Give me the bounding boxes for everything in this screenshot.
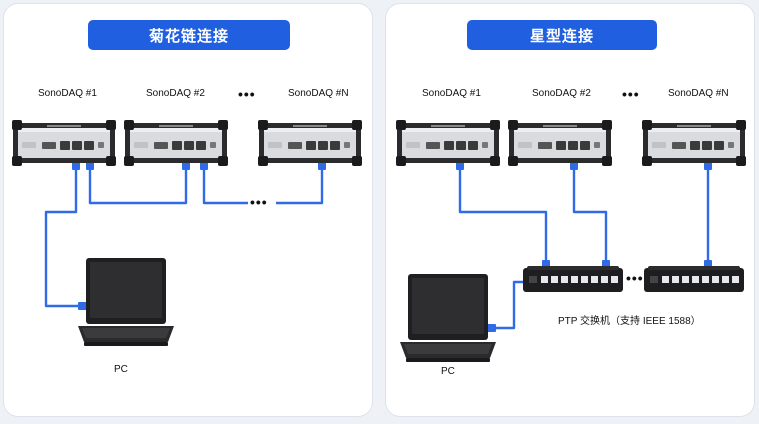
sonodaq-device-icon	[642, 120, 746, 166]
sonodaq-device-icon	[396, 120, 500, 166]
star-title: 星型连接	[467, 20, 657, 50]
ptp-switch-1-icon	[523, 264, 623, 294]
star-sonodaq-device-2	[508, 120, 612, 166]
sonodaq-device-icon	[258, 120, 362, 166]
star-pc-label: PC	[441, 366, 455, 377]
sonodaq-device-icon	[508, 120, 612, 166]
sonodaq-device-icon	[12, 120, 116, 166]
daisy-sonodaq-device-1	[12, 120, 116, 166]
star-sonodaq-device-n	[642, 120, 746, 166]
daisy-chain-panel: 菊花链连接	[4, 4, 372, 416]
star-device-label-n: SonoDAQ #N	[668, 88, 729, 99]
ptp-switch-2-icon	[644, 264, 744, 294]
daisy-ellipsis-cable: •••	[250, 194, 268, 210]
daisy-sonodaq-device-2	[124, 120, 228, 166]
daisy-ellipsis-top: •••	[238, 86, 256, 102]
daisy-device-label-1: SonoDAQ #1	[38, 88, 97, 99]
daisy-device-label-n: SonoDAQ #N	[288, 88, 349, 99]
star-ellipsis-top: •••	[622, 86, 640, 102]
star-laptop-icon	[400, 274, 496, 364]
star-device-label-2: SonoDAQ #2	[532, 88, 591, 99]
daisy-laptop-icon	[78, 258, 174, 348]
star-sonodaq-device-1	[396, 120, 500, 166]
daisy-sonodaq-device-n	[258, 120, 362, 166]
star-device-label-1: SonoDAQ #1	[422, 88, 481, 99]
daisy-device-label-2: SonoDAQ #2	[146, 88, 205, 99]
daisy-pc-label: PC	[114, 364, 128, 375]
ptp-switch-label: PTP 交换机（支持 IEEE 1588）	[558, 316, 701, 327]
star-ellipsis-switch: •••	[626, 270, 644, 286]
daisy-chain-title: 菊花链连接	[88, 20, 290, 50]
sonodaq-device-icon	[124, 120, 228, 166]
